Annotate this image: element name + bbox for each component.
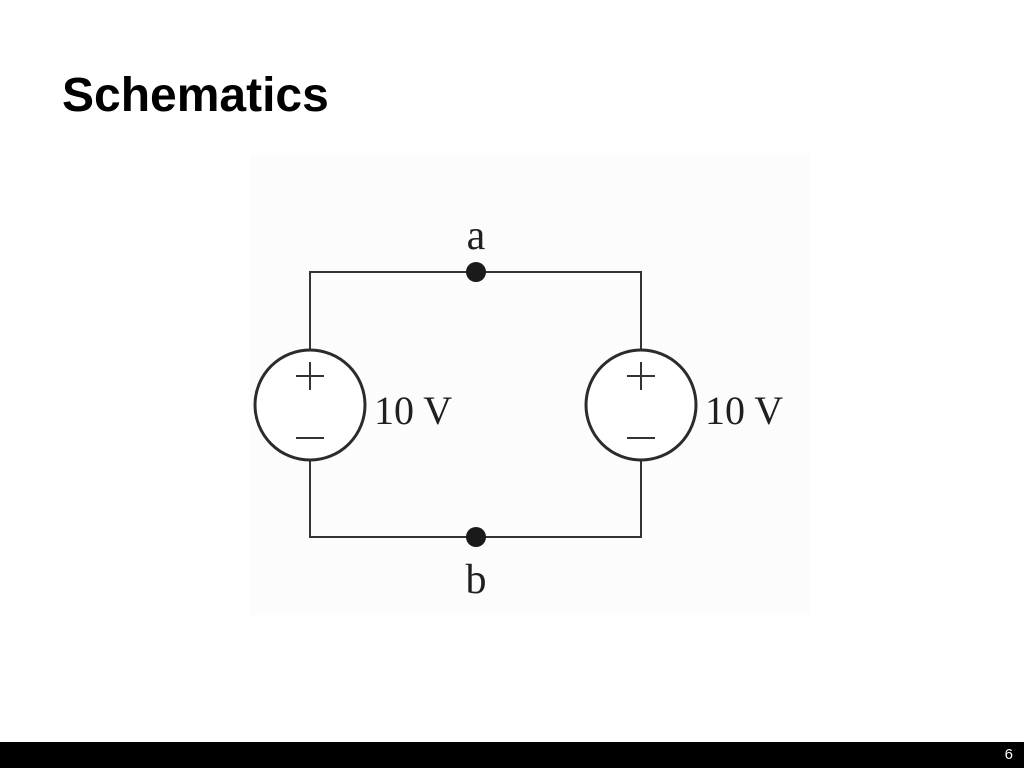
- voltage-source-left-circle: [253, 348, 367, 462]
- page-number: 6: [1004, 746, 1013, 763]
- voltage-source-left-plus-icon: [296, 362, 324, 390]
- bottom-wire: [309, 461, 642, 538]
- top-wire: [309, 271, 642, 349]
- node-a-label: a: [467, 213, 486, 259]
- footer-bar: 6: [0, 742, 1024, 768]
- voltage-source-right-circle: [584, 348, 698, 462]
- node-a: [466, 262, 486, 282]
- node-b-label: b: [466, 557, 487, 603]
- slide-title: Schematics: [62, 69, 329, 122]
- voltage-source-right: 10 V: [584, 348, 783, 462]
- voltage-source-left-label: 10 V: [374, 388, 452, 433]
- voltage-source-left: 10 V: [253, 348, 452, 462]
- node-b: [466, 527, 486, 547]
- voltage-source-right-plus-icon: [627, 362, 655, 390]
- voltage-source-right-label: 10 V: [705, 388, 783, 433]
